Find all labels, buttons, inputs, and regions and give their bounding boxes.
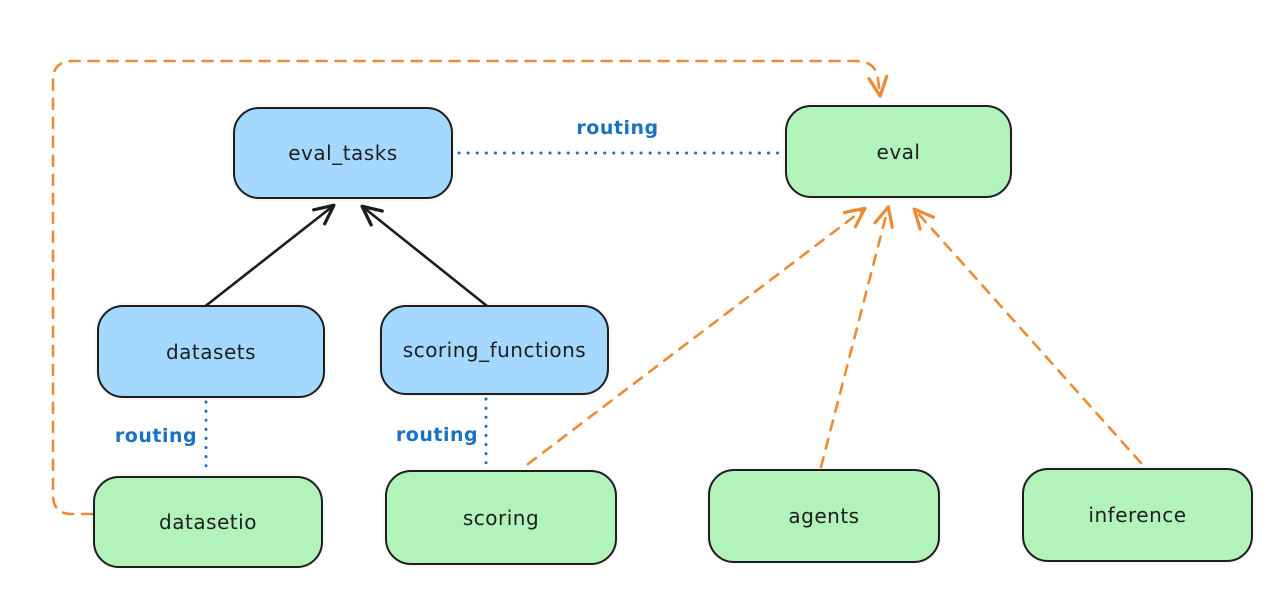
node-eval: eval bbox=[785, 105, 1012, 198]
edge-label-routing-datasets: routing bbox=[114, 425, 198, 447]
node-datasets: datasets bbox=[97, 305, 325, 398]
node-agents: agents bbox=[708, 469, 940, 563]
node-eval-label: eval bbox=[876, 139, 921, 164]
node-scoring-functions: scoring_functions bbox=[380, 305, 609, 395]
node-agents-label: agents bbox=[788, 504, 860, 528]
node-eval-tasks-label: eval_tasks bbox=[288, 141, 398, 165]
edge-scoring-functions-to-eval-tasks bbox=[360, 204, 489, 308]
node-eval-tasks: eval_tasks bbox=[233, 107, 453, 199]
edge-datasets-to-eval-tasks bbox=[201, 203, 336, 310]
edge-label-routing-top: routing bbox=[576, 117, 659, 139]
node-datasets-label: datasets bbox=[165, 339, 257, 364]
node-scoring-label: scoring bbox=[462, 505, 540, 530]
node-inference-label: inference bbox=[1088, 503, 1187, 527]
edge-agents-to-eval bbox=[819, 205, 894, 469]
edge-inference-to-eval bbox=[912, 207, 1143, 465]
edge-label-routing-scoring: routing bbox=[395, 424, 479, 446]
node-scoring: scoring bbox=[385, 470, 617, 565]
node-datasetio-label: datasetio bbox=[159, 510, 257, 534]
node-inference: inference bbox=[1022, 468, 1253, 562]
node-datasetio: datasetio bbox=[93, 476, 323, 568]
node-scoring-functions-label: scoring_functions bbox=[402, 338, 587, 362]
